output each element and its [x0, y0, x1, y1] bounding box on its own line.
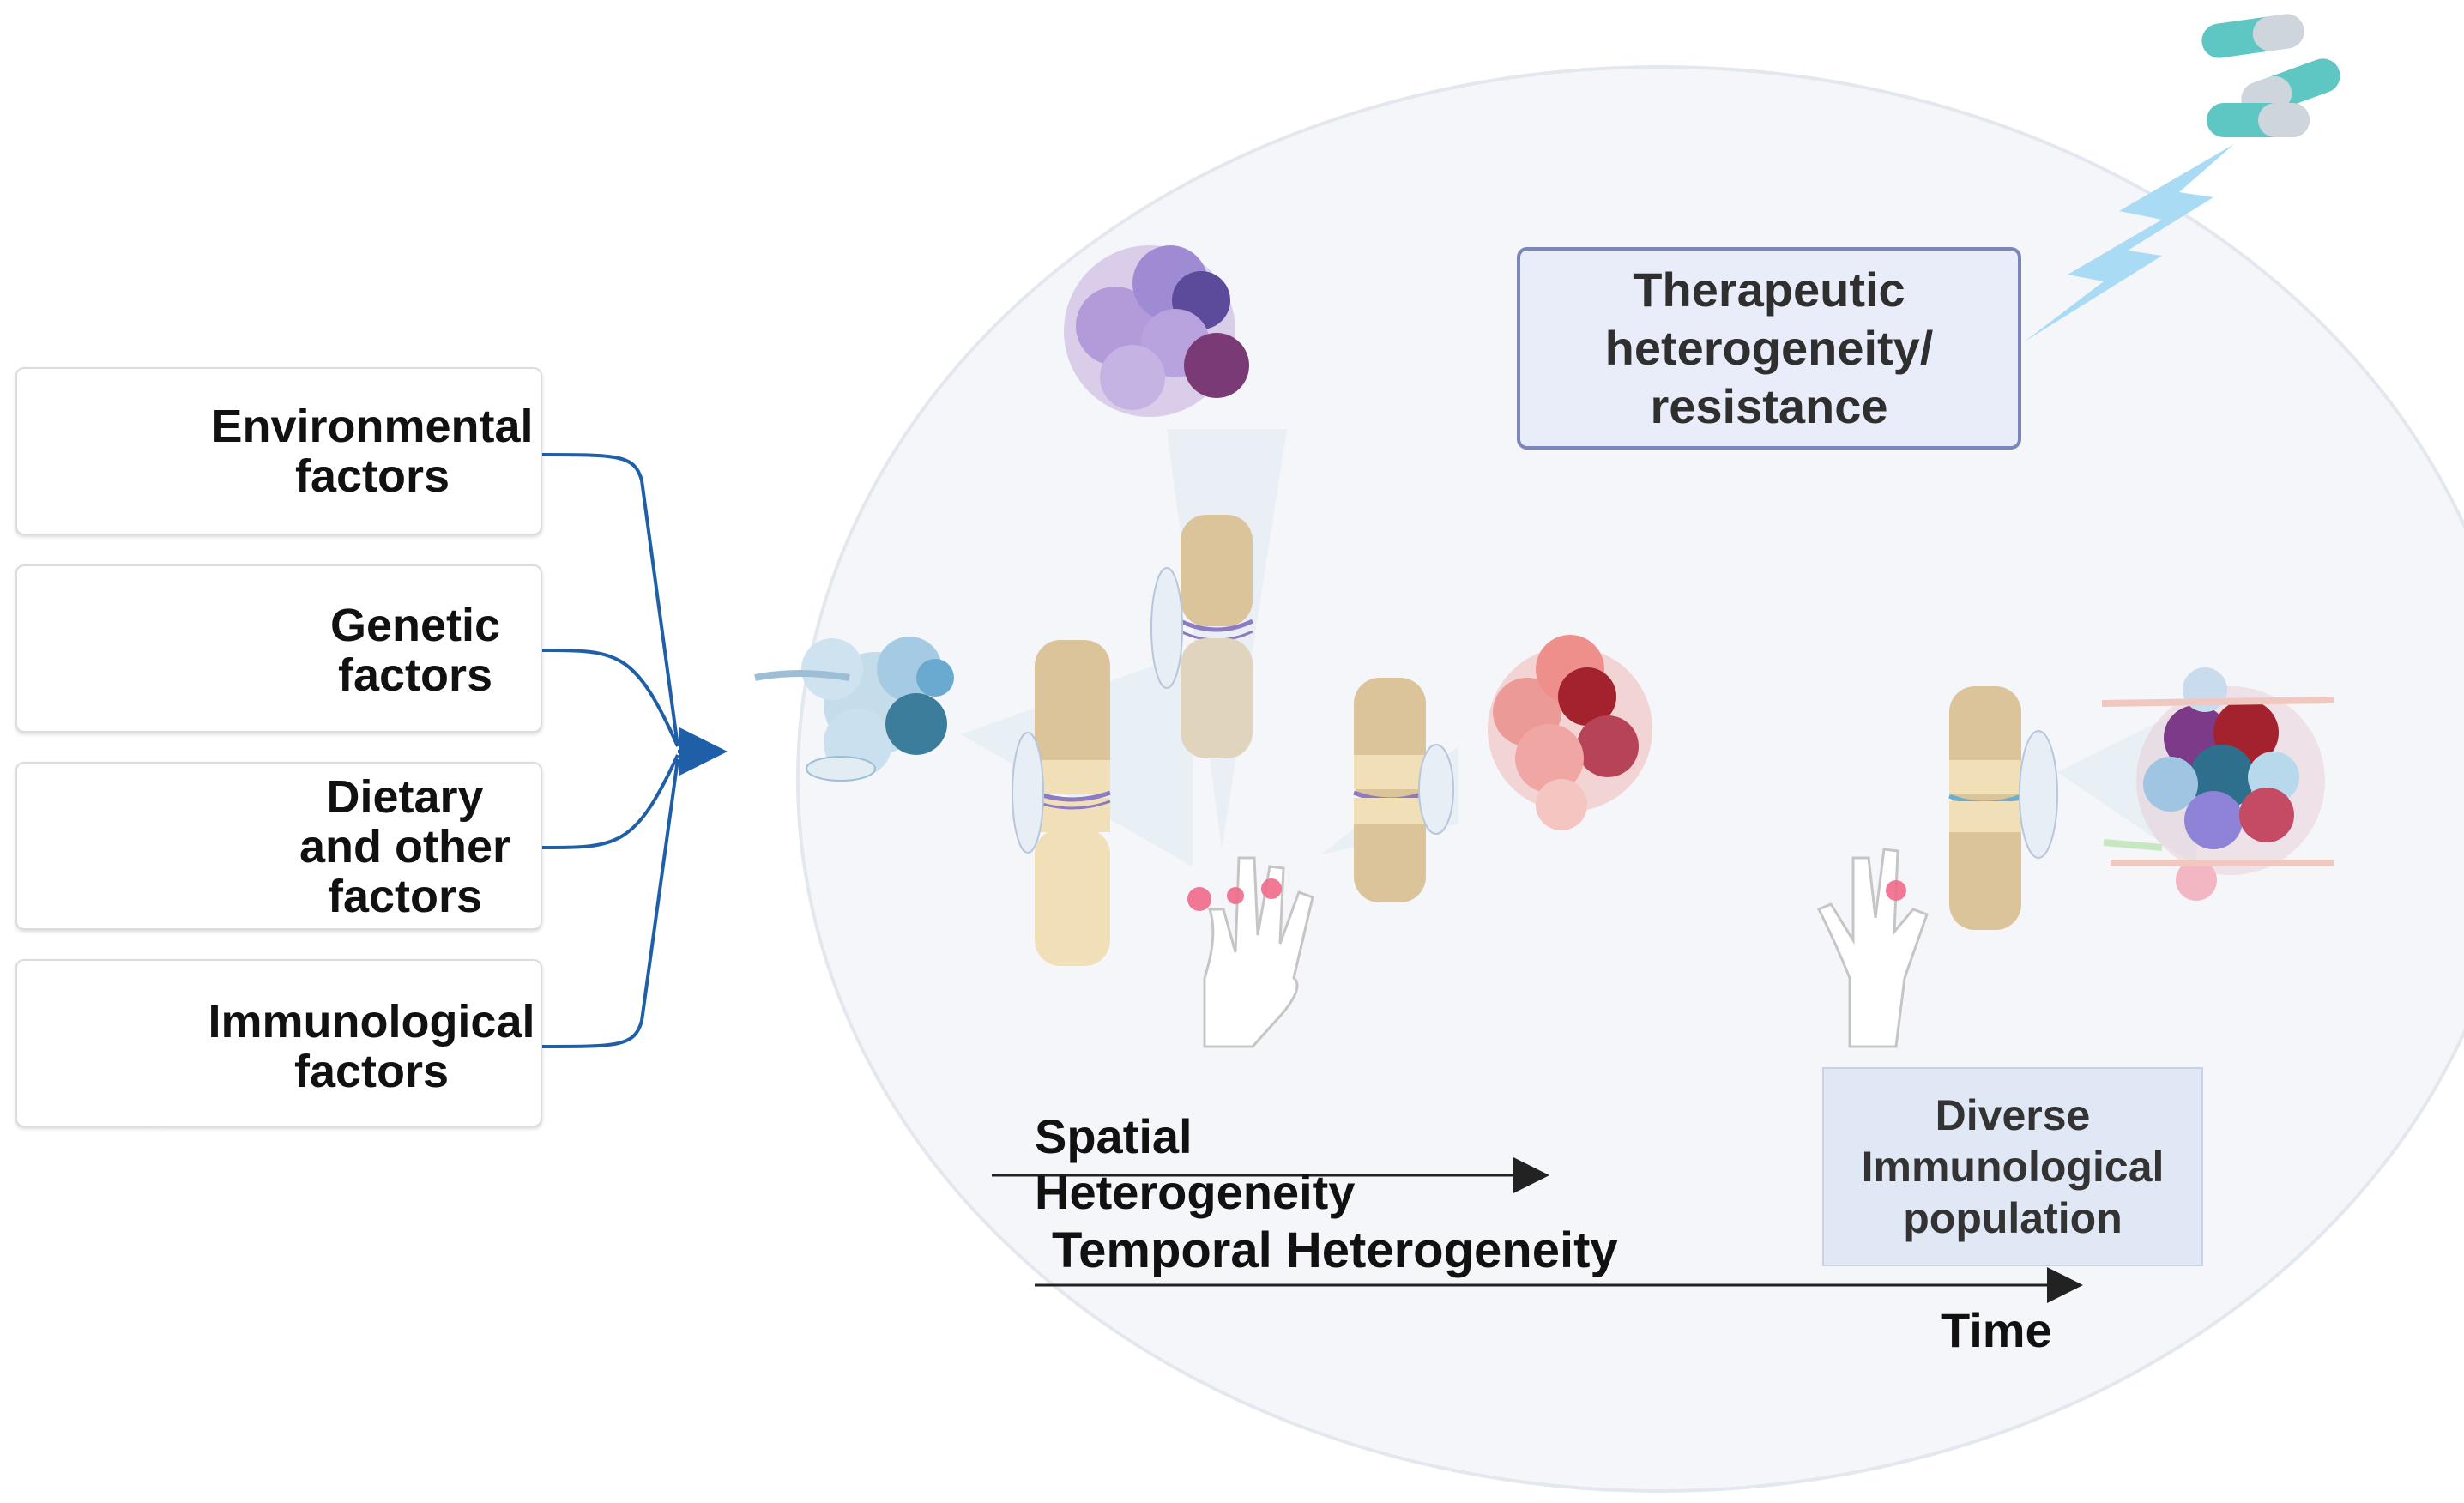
factor-label-line: Dietary — [326, 771, 484, 823]
genetic-factors-box: Genetic factors — [15, 564, 542, 733]
therapeutic-line: resistance — [1650, 379, 1888, 433]
factor-label-line: factors — [293, 1046, 450, 1097]
factor-connectors — [541, 453, 728, 1048]
hand-icon — [1816, 848, 1929, 1048]
factor-label-line: Genetic — [329, 600, 501, 651]
diverse-line: Diverse — [1935, 1091, 2091, 1139]
pill-capsule-icon — [2201, 14, 2340, 137]
time-label: Time — [1941, 1303, 2052, 1357]
joint-icon — [1012, 640, 1111, 966]
joint-icon — [1948, 686, 2196, 930]
factor-label-line: factors — [327, 871, 483, 922]
immunological-factors-box: Immunological factors — [15, 959, 542, 1127]
environmental-factors-label: Environmental factors — [201, 401, 544, 501]
spatial-heterogeneity-label: Spatial Heterogeneity — [1035, 1109, 1356, 1219]
therapeutic-line: heterogeneity/ — [1604, 321, 1934, 375]
dietary-factors-label: Dietary and other factors — [266, 772, 544, 921]
joint-icon — [1150, 515, 1254, 758]
immunological-factors-label: Immunological factors — [199, 997, 544, 1096]
genetic-factors-label: Genetic factors — [287, 601, 544, 700]
joint-icon — [1321, 678, 1458, 902]
factor-label-line: and other — [299, 821, 510, 872]
factor-label-line: factors — [294, 450, 450, 502]
dietary-factors-box: Dietary and other factors — [15, 762, 542, 930]
environmental-factors-box: Environmental factors — [15, 367, 542, 535]
cell-cluster-icon — [1488, 635, 1652, 830]
diverse-line: population — [1903, 1194, 2123, 1242]
lightning-bolt-icon — [2025, 144, 2234, 341]
cell-cluster-icon — [2101, 667, 2334, 901]
hand-icon — [1187, 856, 1314, 1048]
factor-label-line: Environmental — [211, 401, 534, 452]
diverse-population-box: Diverse Immunological population — [1822, 1067, 2203, 1266]
factor-label-line: Immunological — [208, 996, 535, 1047]
factor-label-line: factors — [337, 649, 493, 701]
diverse-line: Immunological — [1861, 1143, 2165, 1191]
therapeutic-line: Therapeutic — [1633, 263, 1905, 317]
temporal-heterogeneity-label: Temporal Heterogeneity — [1052, 1222, 1618, 1278]
therapeutic-resistance-box: Therapeutic heterogeneity/ resistance — [1517, 247, 2021, 450]
